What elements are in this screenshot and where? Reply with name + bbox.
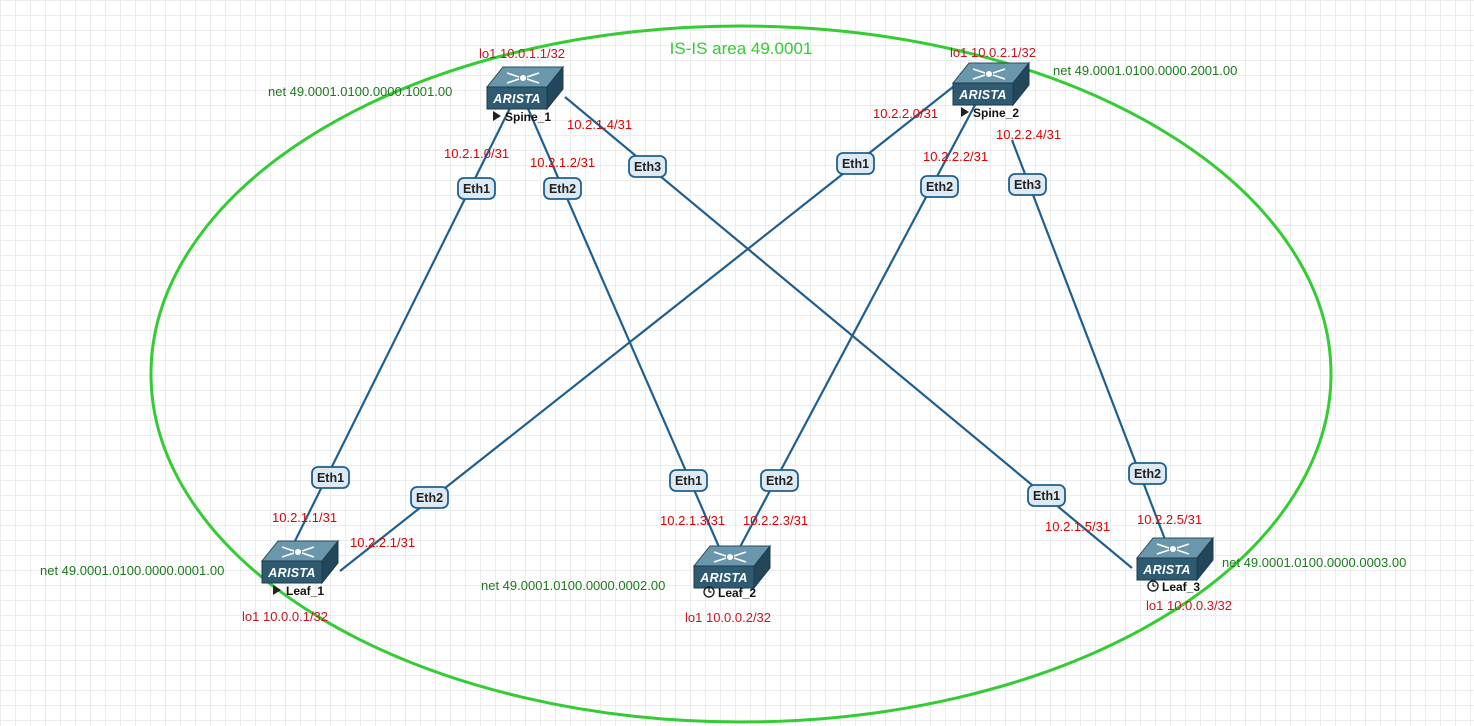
- area-label: IS-IS area 49.0001: [670, 39, 813, 58]
- svg-text:Eth2: Eth2: [549, 182, 576, 196]
- device-leaf1[interactable]: ARISTA: [261, 540, 339, 584]
- svg-text:Eth1: Eth1: [1033, 489, 1060, 503]
- svg-text:Spine_1: Spine_1: [505, 110, 551, 124]
- port-leaf2-eth1[interactable]: Eth1: [669, 469, 708, 492]
- net-leaf3: net 49.0001.0100.0000.0003.00: [1222, 555, 1406, 570]
- port-spine2-eth2[interactable]: Eth2: [920, 175, 959, 198]
- net-spine1: net 49.0001.0100.0000.1001.00: [268, 84, 452, 99]
- lo-spine1: lo1 10.0.1.1/32: [479, 46, 565, 61]
- ip-leaf3-eth2: 10.2.2.5/31: [1137, 512, 1202, 527]
- port-spine1-eth3[interactable]: Eth3: [628, 155, 667, 178]
- svg-text:Eth1: Eth1: [842, 157, 869, 171]
- net-leaf1: net 49.0001.0100.0000.0001.00: [40, 563, 224, 578]
- clock-icon: [703, 586, 715, 598]
- net-leaf2: net 49.0001.0100.0000.0002.00: [481, 578, 665, 593]
- device-label-leaf3[interactable]: Leaf_3: [1147, 580, 1200, 594]
- brand-logo: ARISTA: [267, 566, 315, 580]
- ip-leaf2-eth2: 10.2.2.3/31: [743, 513, 808, 528]
- play-icon: [961, 107, 969, 117]
- port-leaf1-eth2[interactable]: Eth2: [410, 486, 449, 509]
- device-spine1[interactable]: ARISTA: [486, 66, 564, 110]
- port-spine1-eth2[interactable]: Eth2: [543, 177, 582, 200]
- brand-logo: ARISTA: [958, 88, 1006, 102]
- port-leaf2-eth2[interactable]: Eth2: [760, 469, 799, 492]
- device-spine2[interactable]: ARISTA: [952, 62, 1030, 106]
- svg-text:Eth2: Eth2: [416, 491, 443, 505]
- clock-icon: [1147, 580, 1159, 592]
- ip-spine1-eth1: 10.2.1.0/31: [444, 146, 509, 161]
- play-icon: [273, 585, 281, 595]
- brand-logo: ARISTA: [492, 92, 540, 106]
- ip-leaf2-eth1: 10.2.1.3/31: [660, 513, 725, 528]
- svg-text:Eth2: Eth2: [926, 180, 953, 194]
- svg-text:Eth2: Eth2: [1134, 467, 1161, 481]
- brand-logo: ARISTA: [699, 571, 747, 585]
- device-label-spine1[interactable]: Spine_1: [493, 110, 551, 124]
- port-leaf3-eth1[interactable]: Eth1: [1027, 484, 1066, 507]
- ip-spine2-eth1: 10.2.2.0/31: [873, 106, 938, 121]
- svg-text:Eth1: Eth1: [675, 474, 702, 488]
- brand-logo: ARISTA: [1142, 563, 1190, 577]
- port-spine2-eth3[interactable]: Eth3: [1008, 173, 1047, 196]
- lo-leaf3: lo1 10.0.0.3/32: [1146, 598, 1232, 613]
- ip-spine1-eth3: 10.2.1.4/31: [567, 117, 632, 132]
- device-leaf3[interactable]: ARISTA: [1136, 537, 1214, 581]
- ip-leaf1-eth2: 10.2.2.1/31: [350, 535, 415, 550]
- lo-leaf1: lo1 10.0.0.1/32: [242, 609, 328, 624]
- svg-text:Eth2: Eth2: [766, 474, 793, 488]
- svg-text:Eth1: Eth1: [317, 471, 344, 485]
- port-leaf3-eth2[interactable]: Eth2: [1128, 462, 1167, 485]
- lo-spine2: lo1 10.0.2.1/32: [950, 45, 1036, 60]
- svg-text:Spine_2: Spine_2: [973, 106, 1019, 120]
- ip-spine1-eth2: 10.2.1.2/31: [530, 155, 595, 170]
- port-spine2-eth1[interactable]: Eth1: [836, 152, 875, 175]
- ip-leaf3-eth1: 10.2.1.5/31: [1045, 519, 1110, 534]
- svg-text:Leaf_1: Leaf_1: [286, 584, 324, 598]
- device-label-leaf1[interactable]: Leaf_1: [273, 584, 324, 598]
- svg-text:Eth3: Eth3: [634, 160, 661, 174]
- ip-labels: 10.2.1.0/31 10.2.1.2/31 10.2.1.4/31 10.2…: [272, 106, 1202, 550]
- device-label-leaf2[interactable]: Leaf_2: [703, 586, 756, 600]
- svg-text:Leaf_2: Leaf_2: [718, 586, 756, 600]
- svg-text:Leaf_3: Leaf_3: [1162, 580, 1200, 594]
- port-spine1-eth1[interactable]: Eth1: [457, 177, 496, 200]
- device-label-spine2[interactable]: Spine_2: [961, 106, 1019, 120]
- lo-leaf2: lo1 10.0.0.2/32: [685, 610, 771, 625]
- device-leaf2[interactable]: ARISTA: [693, 545, 771, 589]
- net-spine2: net 49.0001.0100.0000.2001.00: [1053, 63, 1237, 78]
- isis-area-boundary: [149, 24, 1333, 724]
- play-icon: [493, 111, 501, 121]
- ip-spine2-eth3: 10.2.2.4/31: [996, 127, 1061, 142]
- ports: Eth1 Eth2 Eth3 Eth1 Eth2 Eth3 Eth1: [311, 152, 1167, 509]
- ip-spine2-eth2: 10.2.2.2/31: [923, 149, 988, 164]
- ip-leaf1-eth1: 10.2.1.1/31: [272, 510, 337, 525]
- svg-text:Eth1: Eth1: [463, 182, 490, 196]
- svg-text:Eth3: Eth3: [1014, 178, 1041, 192]
- port-leaf1-eth1[interactable]: Eth1: [311, 466, 350, 489]
